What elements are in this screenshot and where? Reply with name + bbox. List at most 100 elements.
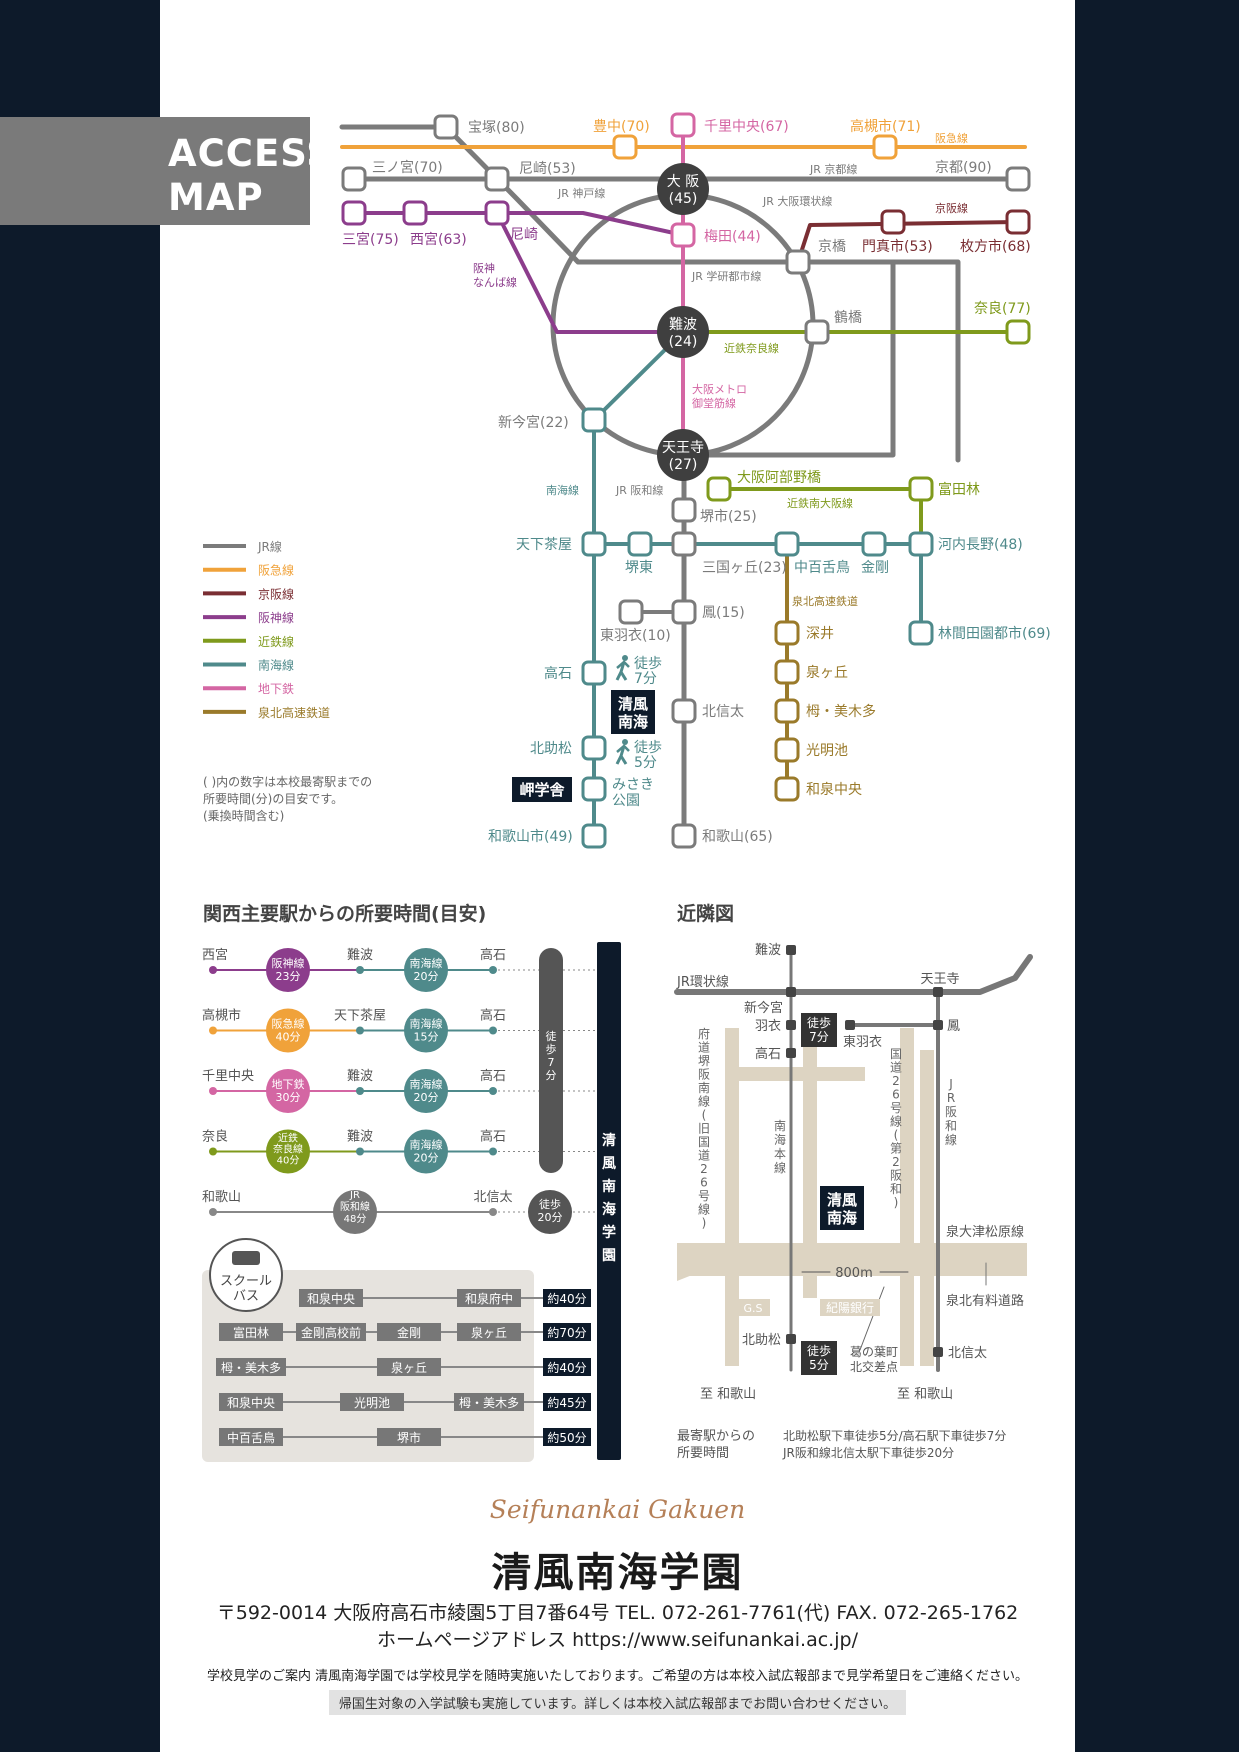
label-namba: 難波(24) xyxy=(669,317,698,350)
svg-text:堺: 堺 xyxy=(698,1054,710,1068)
bus-stop: 栂・美木多 xyxy=(459,1395,519,1410)
svg-text:和: 和 xyxy=(890,1182,902,1196)
area-station xyxy=(933,1020,943,1030)
station-sakai xyxy=(671,497,697,523)
area-label-higashihagoromo: 東羽衣 xyxy=(843,1034,882,1050)
travel-dot xyxy=(209,1208,217,1216)
line-label-jr-loop: JR 大阪環状線 xyxy=(762,194,832,208)
bus-stop-box xyxy=(340,1393,404,1411)
bus-stop: 光明池 xyxy=(354,1396,390,1410)
bus-stop-box xyxy=(457,1323,521,1341)
visit-note: 学校見学のご案内 清風南海学園では学校見学を随時実施いたしております。ご希望の方… xyxy=(206,1669,1029,1684)
label-nishinomiya: 西宮(63) xyxy=(410,232,467,248)
svg-text:2: 2 xyxy=(892,1074,900,1088)
area-label-to-wakayama-1: 至 和歌山 xyxy=(700,1387,756,1402)
bus-stop: 泉ヶ丘 xyxy=(391,1361,427,1375)
station-higashihagoromo xyxy=(618,599,644,625)
area-label-shinimamiya: 新今宮 xyxy=(744,1000,783,1016)
svg-text:線: 線 xyxy=(890,1114,902,1129)
jr-from: 和歌山 xyxy=(202,1190,241,1205)
travel-via: 難波 xyxy=(347,948,373,963)
label-takatsuki: 高槻市(71) xyxy=(850,118,921,135)
area-label-distance: 800m xyxy=(835,1266,872,1281)
bus-time-box xyxy=(543,1393,591,1411)
label-tsuruhashi: 鶴橋 xyxy=(834,309,862,326)
area-label-crossing: 葛の葉町北交差点 xyxy=(850,1345,898,1374)
svg-text:道: 道 xyxy=(698,1041,710,1055)
label-amagasaki2: 尼崎 xyxy=(510,227,538,243)
station-misaki xyxy=(581,776,607,802)
legend-label: 阪急線 xyxy=(258,563,294,578)
school-bar-label: 清風南海学園 xyxy=(602,1132,616,1264)
bus-stop: 富田林 xyxy=(233,1325,269,1340)
crossing-pointer xyxy=(859,1286,885,1351)
area-label-otori: 鳳 xyxy=(947,1019,960,1034)
station-izumichuo xyxy=(774,776,800,802)
svg-text:): ) xyxy=(894,1196,899,1210)
travel-dot xyxy=(489,966,497,974)
line-label-kintetsu-minami: 近鉄南大阪線 xyxy=(787,496,853,510)
area-label-tennoji: 天王寺 xyxy=(920,972,959,987)
bus-stop-box xyxy=(454,1393,524,1411)
bus-icon-circle xyxy=(209,1238,283,1312)
legend-label: JR線 xyxy=(257,539,282,554)
nearest-title: 最寄駅からの所要時間 xyxy=(677,1428,755,1461)
area-station xyxy=(786,987,796,997)
travel-from: 西宮 xyxy=(202,947,228,963)
station-sakaihigashi xyxy=(627,531,653,557)
area-label-otsu: 泉大津松原線 xyxy=(946,1224,1024,1240)
title-line-2: MAP xyxy=(168,176,264,219)
svg-text:国: 国 xyxy=(698,1135,710,1149)
area-label-to-wakayama-2: 至 和歌山 xyxy=(897,1387,953,1402)
hub-namba xyxy=(657,306,709,358)
area-station xyxy=(845,1020,855,1030)
svg-text:6: 6 xyxy=(700,1176,708,1190)
bus-stop: 中百舌鳥 xyxy=(227,1430,275,1445)
school-url[interactable]: ホームページアドレス https://www.seifunankai.ac.jp… xyxy=(377,1629,858,1651)
line-label-jr-gakken: JR 学研都市線 xyxy=(691,269,761,283)
area-label-senboku-toll: 泉北有料道路 xyxy=(946,1293,1024,1309)
label-wakayama: 和歌山(65) xyxy=(702,829,773,845)
travel-times-title: 関西主要駅からの所要時間(目安) xyxy=(203,902,486,925)
station-kyoto xyxy=(1005,166,1031,192)
station-kitasukematsu xyxy=(581,735,607,761)
area-label-bank: 紀陽銀行 xyxy=(826,1301,874,1315)
station-wakayamashi xyxy=(581,823,607,849)
svg-text:道: 道 xyxy=(890,1061,902,1075)
line-label-midosuji: 大阪メトロ御堂筋線 xyxy=(692,382,747,410)
label-amagasaki: 尼崎(53) xyxy=(519,161,576,177)
area-school-label: 清風南海 xyxy=(827,1191,857,1227)
label-umeda: 梅田(44) xyxy=(704,229,761,245)
travel-to: 高石 xyxy=(480,1008,506,1024)
bus-time: 約45分 xyxy=(547,1395,586,1410)
school-logo-script: Seifunankai Gakuen xyxy=(489,1495,746,1524)
road xyxy=(920,1050,934,1366)
station-tengachaya xyxy=(581,531,607,557)
access-map-banner xyxy=(0,117,310,225)
station-ootori xyxy=(671,599,697,625)
travel-dot xyxy=(489,1087,497,1095)
bus-stop: 金剛 xyxy=(397,1325,421,1340)
hanshin-namba-line xyxy=(495,211,685,334)
station-tsuruhashi xyxy=(804,319,830,345)
label-sannomiya: 三ノ宮(70) xyxy=(372,160,443,176)
bus-stop-box xyxy=(377,1428,441,1446)
area-station xyxy=(786,1048,796,1058)
school-address: 〒592-0014 大阪府高石市綾園5丁目7番64号 TEL. 072-261-… xyxy=(216,1602,1019,1624)
label-nara: 奈良(77) xyxy=(974,301,1031,317)
svg-text:2: 2 xyxy=(892,1155,900,1169)
legend-label: 近鉄線 xyxy=(258,634,294,649)
travel-line-badge xyxy=(404,948,448,992)
jr-to: 北信太 xyxy=(473,1190,512,1205)
travel-dot xyxy=(356,966,364,974)
svg-text:阪: 阪 xyxy=(945,1105,957,1119)
svg-text:号: 号 xyxy=(698,1189,710,1203)
label-higashihagoromo: 東羽衣(10) xyxy=(600,628,671,644)
school-marker xyxy=(611,690,655,734)
area-station xyxy=(786,945,796,955)
line-label-kintetsu-nara: 近鉄奈良線 xyxy=(724,341,779,355)
svg-text:園: 園 xyxy=(602,1248,616,1264)
